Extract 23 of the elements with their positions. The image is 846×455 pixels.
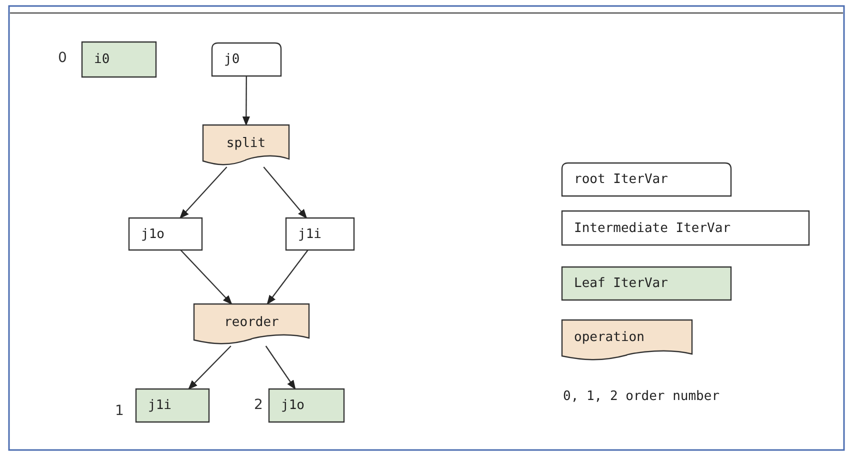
leaf-iter-var-box: i0	[82, 42, 156, 77]
legend-key: Leaf IterVar	[562, 267, 731, 300]
intermediate-iter-var-box: j1i	[286, 218, 354, 250]
arrow	[266, 250, 308, 305]
arrow	[263, 166, 308, 219]
arrow	[180, 166, 228, 219]
order-number: 1	[115, 403, 124, 419]
order-number: 2	[254, 397, 263, 413]
operation-box: split	[203, 125, 289, 167]
leaf-iter-var-box: j1o	[269, 389, 344, 422]
arrow	[180, 250, 232, 305]
leaf-iter-var-box: j1i	[136, 389, 209, 422]
legend-note: 0, 1, 2 order number	[563, 389, 720, 404]
operation-box: reorder	[194, 304, 309, 346]
arrow	[188, 346, 232, 390]
legend-key: operation	[562, 320, 692, 362]
legend-key: root IterVar	[562, 163, 731, 196]
arrow	[265, 346, 296, 390]
intermediate-iter-var-box: j1o	[129, 218, 202, 250]
legend-key: Intermediate IterVar	[562, 211, 809, 245]
order-number: 0	[58, 50, 67, 66]
arrow	[242, 76, 250, 126]
root-iter-var-box: j0	[212, 43, 281, 76]
